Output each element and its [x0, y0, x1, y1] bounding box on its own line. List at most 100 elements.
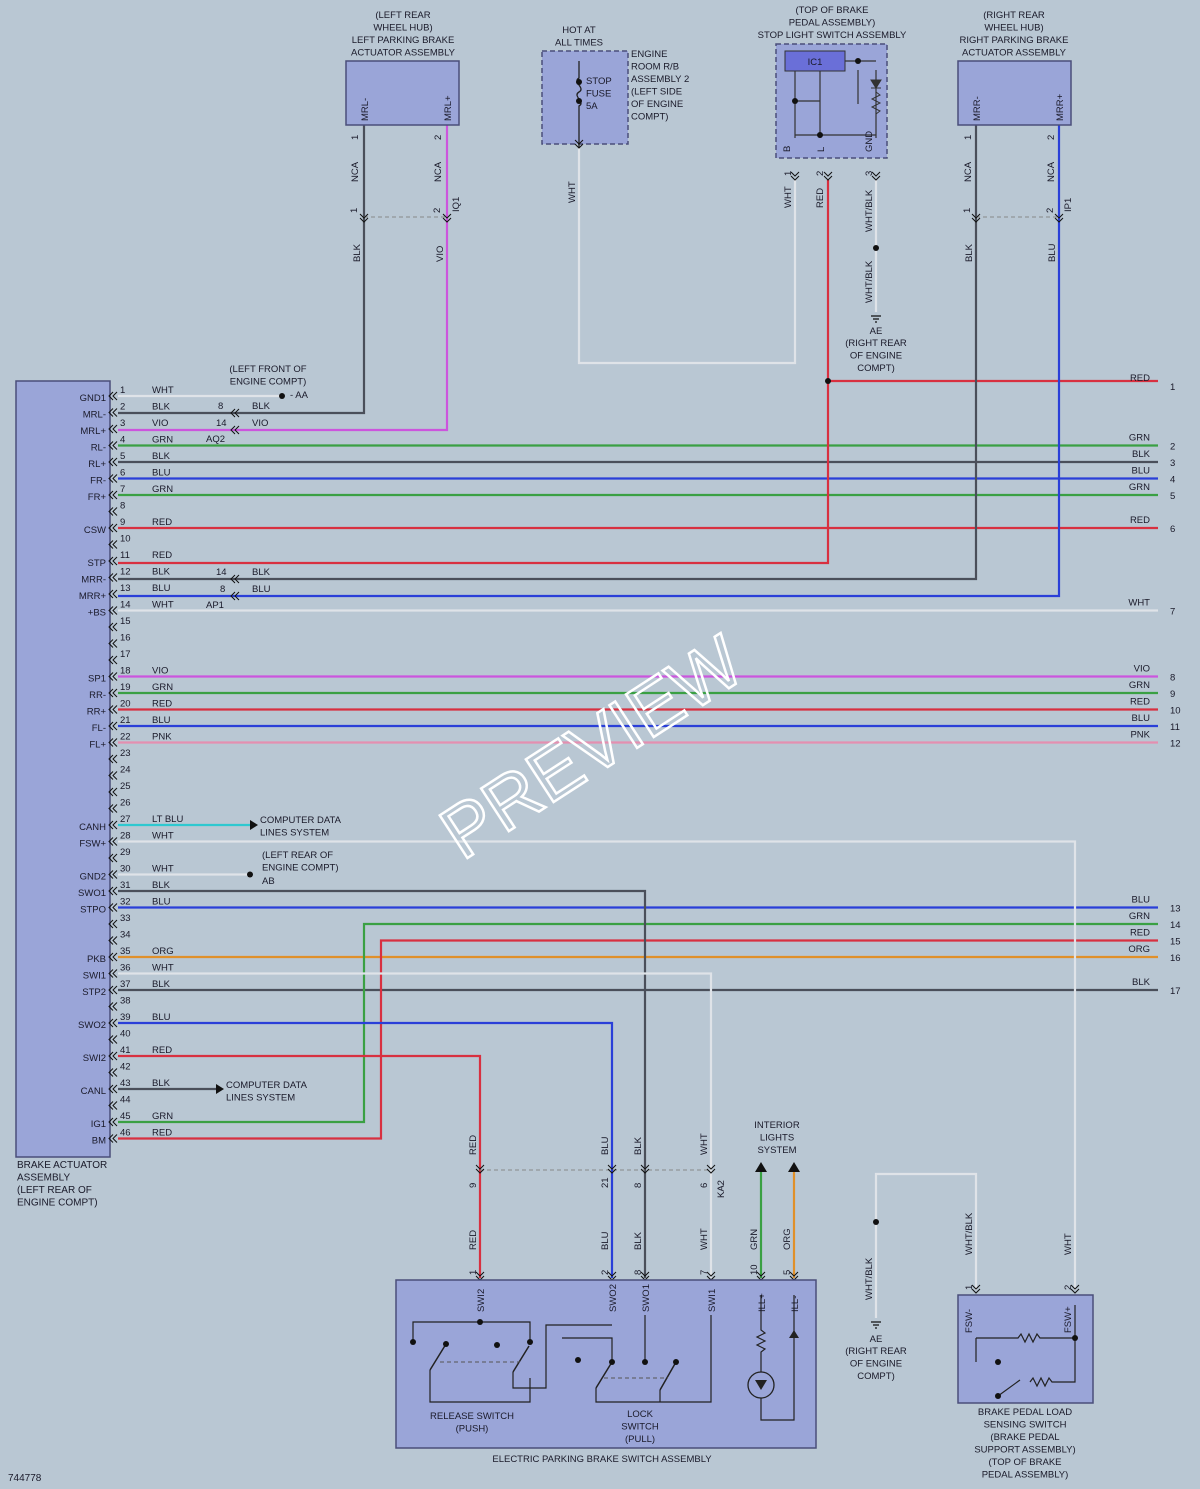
- bm-wire: [118, 939, 1158, 1140]
- pin-connector: [108, 870, 118, 879]
- swo1-wire: [118, 889, 647, 1278]
- wire-color: WHT: [567, 181, 578, 203]
- fsw-plus-wire: [118, 840, 1077, 1290]
- brake-actuator-label: ASSEMBLY: [17, 1173, 70, 1184]
- pin-number: 15: [120, 616, 131, 627]
- pin-signal: STP2: [82, 987, 106, 998]
- ground-ae-top: [871, 315, 881, 323]
- pin-number: 33: [120, 913, 131, 924]
- pin-connector: [108, 721, 118, 731]
- pin-signal: +BS: [88, 608, 106, 619]
- wire-color: VIO: [252, 418, 268, 429]
- interior-lights-arrows: [755, 1162, 800, 1172]
- output-wire-color: ORG: [1128, 944, 1150, 955]
- switch-pin: ILL-: [790, 1296, 801, 1312]
- pin-number: 2: [433, 135, 444, 140]
- pin-number: 20: [120, 699, 131, 710]
- output-number: 17: [1170, 986, 1181, 997]
- brake-pedal-sensor-label: PEDAL ASSEMBLY): [982, 1470, 1069, 1481]
- swi2-wire: [118, 1054, 482, 1278]
- connector-mark: [442, 213, 452, 223]
- diode-symbols: [755, 1330, 799, 1390]
- pin-connector: [108, 424, 118, 434]
- output-wire-color: BLU: [1132, 713, 1151, 724]
- component-layer: [15, 43, 1094, 1449]
- output-wire-color: GRN: [1129, 433, 1150, 444]
- pin-connector: [108, 1134, 118, 1143]
- connector-pin: 8: [218, 401, 223, 412]
- connector-mark: [706, 1164, 716, 1174]
- pin-number: 45: [120, 1111, 131, 1122]
- ic1-label: IC1: [808, 57, 823, 68]
- pin-wire-color: GRN: [152, 484, 173, 495]
- switch-terminal: [642, 1359, 648, 1365]
- pin-number: 13: [120, 583, 131, 594]
- pin-connector: [108, 589, 118, 599]
- wire-color: VIO: [435, 246, 446, 262]
- connector-mark: [971, 213, 981, 223]
- left-rear-actuator-label: ACTUATOR ASSEMBLY: [351, 48, 456, 59]
- engine-room-rb-label: ROOM R/B: [631, 62, 679, 73]
- connector-mark: [1054, 213, 1064, 223]
- pin-number: 8: [633, 1270, 644, 1275]
- pin-signal: STPO: [80, 905, 106, 916]
- pin-number: 1: [963, 135, 974, 140]
- output-wire-color: VIO: [1134, 664, 1150, 675]
- connector-mark: [1070, 1284, 1080, 1294]
- right-rear-actuator-label: RIGHT PARKING BRAKE: [960, 35, 1069, 46]
- output-number: 9: [1170, 689, 1175, 700]
- wire-color: WHT: [783, 186, 794, 208]
- pin-number: 5: [120, 451, 125, 462]
- pin-wire-color: BLK: [152, 402, 171, 413]
- pin-connector: [108, 1035, 118, 1044]
- stop-light-switch-label: STOP LIGHT SWITCH ASSEMBLY: [758, 30, 907, 41]
- canh-note: COMPUTER DATA: [260, 815, 342, 826]
- pin-number: 4: [120, 435, 125, 446]
- junction-dot: [855, 58, 861, 64]
- pin-wire-color: BLU: [152, 897, 171, 908]
- engine-room-rb-label: (LEFT SIDE: [631, 87, 682, 98]
- output-wire-color: GRN: [1129, 680, 1150, 691]
- connector-mark: [475, 1164, 485, 1174]
- pin-number: 19: [120, 682, 131, 693]
- right-rear-actuator-label: (RIGHT REAR: [983, 10, 1045, 21]
- wire-color: RED: [815, 188, 826, 208]
- pin-number: 41: [120, 1045, 131, 1056]
- brake-pedal-sensor-circuit: [975, 1305, 1076, 1397]
- output-wire-color: PNK: [1130, 730, 1150, 741]
- pin-number: 11: [120, 550, 130, 561]
- wire-color: RED: [468, 1135, 479, 1155]
- engine-room-rb-label: OF ENGINE: [631, 99, 683, 110]
- pin-wire-color: BLU: [152, 468, 171, 479]
- pin-connector: [108, 1101, 118, 1110]
- junction-dot: [873, 245, 879, 251]
- wire-color: BLU: [1047, 243, 1058, 262]
- actuator-pin: MRL+: [443, 95, 454, 121]
- connector-mark: [823, 171, 833, 181]
- connector-mark: [790, 171, 800, 181]
- brake-actuator-box: [15, 380, 111, 1158]
- output-wire-color: BLU: [1132, 895, 1151, 906]
- connector-pin: 14: [216, 418, 227, 429]
- pin-number: 1: [962, 208, 973, 213]
- left-rear-actuator-label: WHEEL HUB): [373, 23, 432, 34]
- ground-ae-bottom-label: (RIGHT REAR: [845, 1346, 907, 1357]
- pin-wire-color: WHT: [152, 831, 174, 842]
- ground-id: AE: [870, 1334, 883, 1345]
- actuator-pin: MRL-: [360, 98, 371, 121]
- pin-number: 2: [120, 402, 125, 413]
- actuator-pin: MRR-: [972, 96, 983, 121]
- switch-pin: SWO1: [641, 1284, 652, 1312]
- output-number: 12: [1170, 739, 1181, 750]
- wire-color: BLK: [964, 243, 975, 262]
- stop-light-switch-label: (TOP OF BRAKE: [795, 5, 868, 16]
- pin-signal: FR-: [90, 476, 106, 487]
- ground-ae-bottom-label: COMPT): [857, 1371, 894, 1382]
- pin-number: 2: [1045, 208, 1056, 213]
- pin-wire-color: GRN: [152, 682, 173, 693]
- sensor-pin: FSW-: [964, 1309, 975, 1333]
- pin-signal: SWI2: [83, 1053, 106, 1064]
- pin-connector: [108, 606, 118, 615]
- pin-connector: [108, 952, 118, 962]
- right-rear-actuator-label: ACTUATOR ASSEMBLY: [962, 48, 1067, 59]
